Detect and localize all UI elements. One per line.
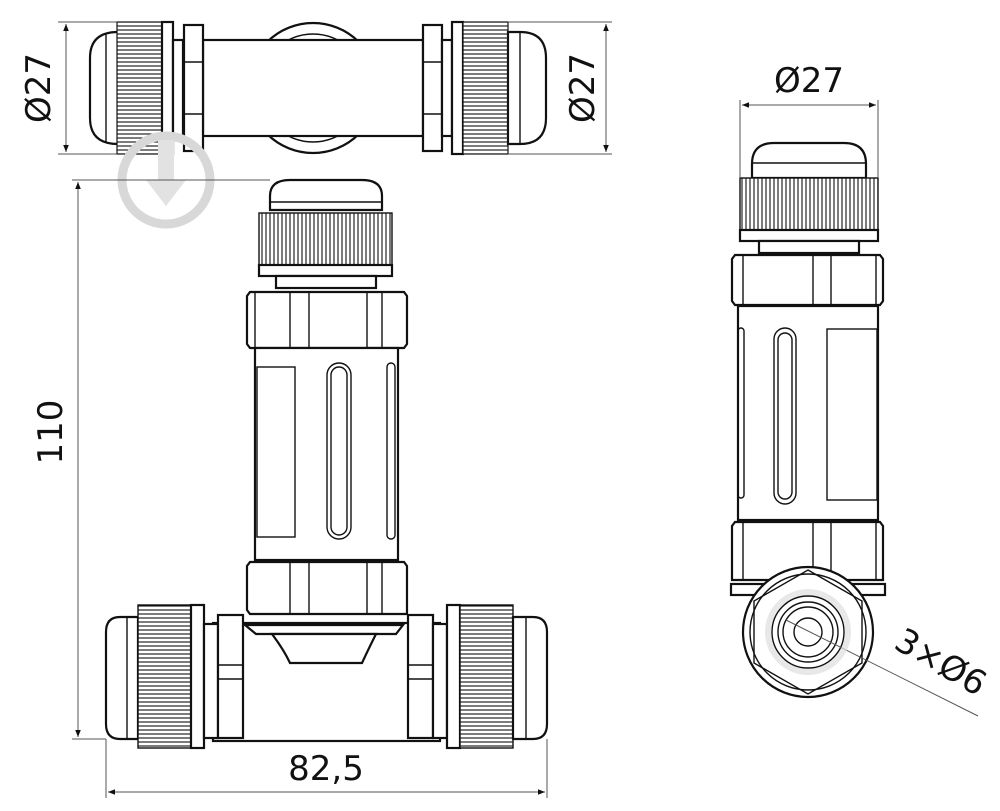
front-view: 110 82,5 (31, 178, 549, 798)
top-right-diameter-label: Ø27 (563, 53, 603, 123)
side-view: 3×Ø6 Ø27 (729, 61, 993, 717)
top-left-diameter-label: Ø27 (19, 53, 59, 123)
side-diameter-label: Ø27 (774, 61, 844, 101)
width-label: 82,5 (288, 749, 364, 789)
height-label: 110 (31, 400, 71, 465)
top-view: Ø27 Ø27 (19, 20, 612, 156)
cable-entries-label: 3×Ø6 (888, 621, 993, 705)
